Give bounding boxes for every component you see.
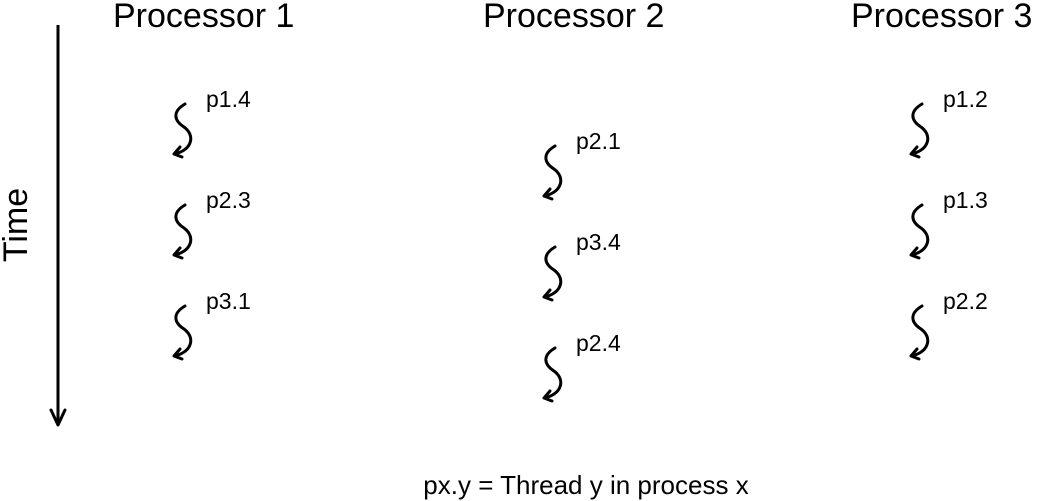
thread-label: p2.3 xyxy=(206,187,251,213)
thread-icon xyxy=(173,304,193,358)
thread-label: p2.2 xyxy=(943,288,988,314)
thread-icon xyxy=(910,203,930,257)
thread-p1-3: p3.1 xyxy=(172,288,251,361)
thread-icon xyxy=(910,102,930,156)
thread-arrowhead xyxy=(909,347,921,361)
thread-icon xyxy=(543,245,563,299)
legend-text: px.y = Thread y in process x xyxy=(423,470,748,500)
thread-p1-1: p1.4 xyxy=(172,86,251,159)
thread-label: p3.4 xyxy=(576,229,621,255)
time-label: Time xyxy=(0,188,35,262)
thread-icon xyxy=(543,144,563,198)
processor-3-title: Processor 3 xyxy=(851,0,1032,35)
thread-arrowhead xyxy=(909,145,921,159)
processor-1-title: Processor 1 xyxy=(113,0,294,35)
thread-arrowhead xyxy=(172,246,184,260)
thread-label: p2.4 xyxy=(576,330,621,356)
thread-icon xyxy=(543,346,563,400)
thread-arrowhead xyxy=(909,246,921,260)
time-axis: Time xyxy=(0,25,67,427)
thread-label: p1.2 xyxy=(943,86,988,112)
thread-arrowhead xyxy=(172,347,184,361)
time-arrow-head xyxy=(49,408,67,427)
thread-icon xyxy=(173,102,193,156)
threads-layer: p1.4 p2.3 p3.1 p2.1 p3.4 p2.4 p1.2 p1.3 p2.2 xyxy=(172,86,988,403)
processor-2-title: Processor 2 xyxy=(483,0,664,35)
thread-label: p3.1 xyxy=(206,288,251,314)
thread-p1-2: p2.3 xyxy=(172,187,251,260)
thread-p3-3: p2.2 xyxy=(909,288,988,361)
thread-arrowhead xyxy=(542,389,554,403)
thread-p3-1: p1.2 xyxy=(909,86,988,159)
thread-icon xyxy=(910,304,930,358)
thread-p3-2: p1.3 xyxy=(909,187,988,260)
thread-arrowhead xyxy=(172,145,184,159)
thread-p2-1: p2.1 xyxy=(542,128,621,201)
thread-p2-3: p2.4 xyxy=(542,330,621,403)
thread-label: p1.4 xyxy=(206,86,251,112)
thread-label: p2.1 xyxy=(576,128,621,154)
thread-arrowhead xyxy=(542,288,554,302)
thread-icon xyxy=(173,203,193,257)
thread-arrowhead xyxy=(542,187,554,201)
thread-label: p1.3 xyxy=(943,187,988,213)
thread-p2-2: p3.4 xyxy=(542,229,621,302)
